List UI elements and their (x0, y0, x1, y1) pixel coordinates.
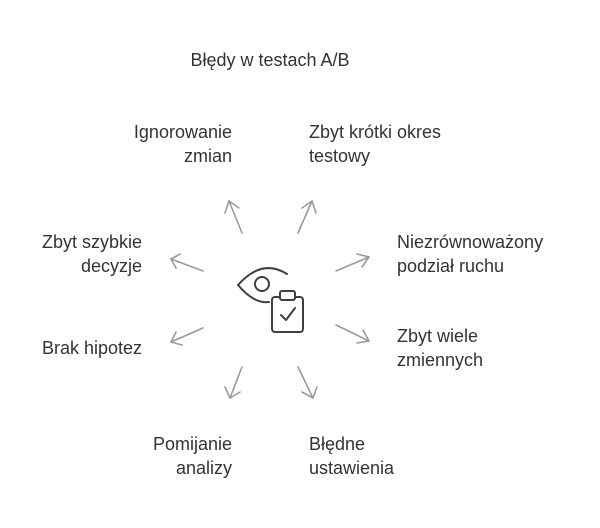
label-brak-hipotez: Brak hipotez (41, 338, 142, 358)
label-ignorowanie-zmian: Ignorowanie zmian (133, 122, 232, 166)
label-niezrownowazony-podzial: Niezrównoważony podział ruchu (397, 232, 544, 276)
arrow-zbyt-krotki-okres (297, 200, 317, 234)
arrow-niezrownowazony (335, 253, 370, 272)
label-bledne-ustawienia: Błędne ustawienia (309, 434, 395, 478)
arrow-pomijanie-analizy (224, 366, 243, 399)
arrow-bledne-ustawienia (297, 366, 318, 399)
diagram-title: Błędy w testach A/B (190, 50, 350, 70)
label-zbyt-wiele-zmiennych: Zbyt wiele zmiennych (397, 326, 484, 370)
arrow-ignorowanie (224, 200, 243, 234)
label-pomijanie-analizy: Pomijanie analizy (152, 434, 232, 478)
arrow-zbyt-szybkie-decyzje (170, 253, 204, 272)
label-zbyt-szybkie-decyzje: Zbyt szybkie decyzje (41, 232, 142, 276)
eye-clipboard-check-icon (237, 267, 304, 333)
arrow-brak-hipotez (170, 327, 204, 346)
label-zbyt-krotki-okres: Zbyt krótki okres testowy (309, 122, 442, 166)
arrow-zbyt-wiele-zmiennych (335, 324, 370, 344)
